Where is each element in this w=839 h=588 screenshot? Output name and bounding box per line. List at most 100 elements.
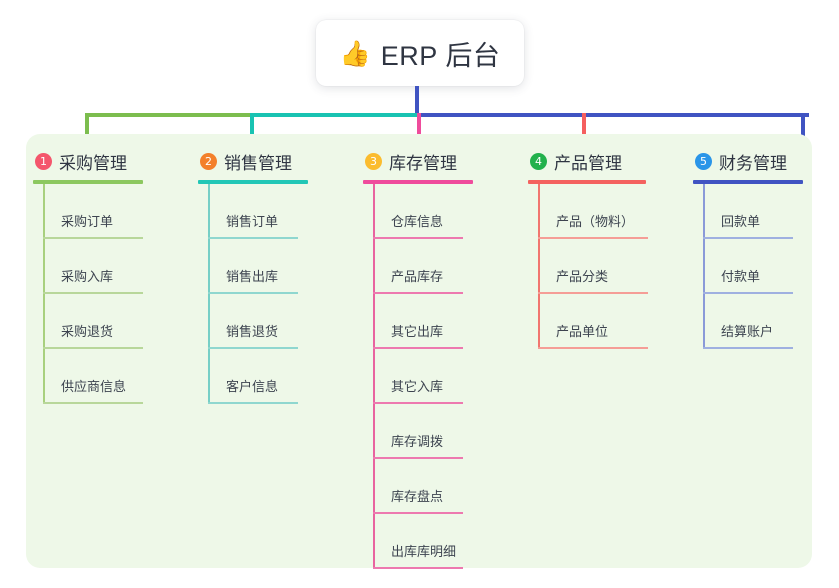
branch-header-label: 销售管理 <box>224 153 292 173</box>
connector-bar-segment <box>85 113 250 117</box>
branch-item-rule <box>43 402 143 404</box>
branch-item[interactable]: 产品库存 <box>363 239 473 294</box>
branch-item-rule <box>208 402 298 404</box>
branch-item-label: 产品库存 <box>391 269 444 284</box>
branch-item[interactable]: 销售订单 <box>198 184 308 239</box>
branch-item-rule <box>703 237 793 239</box>
branch-item-label: 付款单 <box>721 269 761 284</box>
branch-number-badge: 5 <box>695 152 712 170</box>
branch-item[interactable]: 销售退货 <box>198 294 308 349</box>
branch-spine <box>538 184 540 349</box>
branch-item-label: 销售出库 <box>226 269 279 284</box>
branch-item[interactable]: 销售出库 <box>198 239 308 294</box>
branch-number-badge: 3 <box>365 152 382 170</box>
branch-item[interactable]: 回款单 <box>693 184 803 239</box>
branch-number-badge: 4 <box>530 152 547 170</box>
branch-item[interactable]: 产品分类 <box>528 239 648 294</box>
branch-item-label: 采购入库 <box>61 269 114 284</box>
root-node[interactable]: 👍 ERP 后台 <box>316 20 524 86</box>
branch-item[interactable]: 仓库信息 <box>363 184 473 239</box>
branch-item-label: 供应商信息 <box>61 379 127 394</box>
branch-item-label: 结算账户 <box>721 324 774 339</box>
branch-item-label: 产品单位 <box>556 324 609 339</box>
branch-item-label: 客户信息 <box>226 379 279 394</box>
branch-item-label: 其它出库 <box>391 324 444 339</box>
connector-trunk <box>415 86 419 117</box>
branch-spine <box>703 184 705 349</box>
branch-header-2[interactable]: 2 销售管理 <box>198 146 308 176</box>
branch-spine <box>373 184 375 569</box>
connector-bar-segment <box>417 113 809 117</box>
branch-item[interactable]: 产品（物料） <box>528 184 648 239</box>
branch-item[interactable]: 结算账户 <box>693 294 803 349</box>
branch-header-label: 财务管理 <box>719 153 787 173</box>
branch-item-rule <box>703 292 793 294</box>
branch-item[interactable]: 产品单位 <box>528 294 648 349</box>
connector-stub-4 <box>582 113 586 146</box>
branch-item-label: 出库库明细 <box>391 544 457 559</box>
branch-items-4: 产品（物料） 产品分类产品单位 <box>528 184 648 349</box>
branch-column-2: 2 销售管理销售订单销售出库销售退货客户信息 <box>198 146 308 404</box>
branch-item[interactable]: 采购订单 <box>33 184 143 239</box>
branch-item-label: 产品分类 <box>556 269 609 284</box>
branch-item-label: 销售退货 <box>226 324 279 339</box>
branch-spine <box>43 184 45 404</box>
branch-header-rule <box>528 180 646 184</box>
branch-item-rule <box>373 292 463 294</box>
branch-item-label: 仓库信息 <box>391 214 444 229</box>
branch-item[interactable]: 付款单 <box>693 239 803 294</box>
branch-item-label: 库存调拨 <box>391 434 444 449</box>
branch-item[interactable]: 其它入库 <box>363 349 473 404</box>
branch-item-rule <box>43 347 143 349</box>
branch-item-label: 产品（物料） <box>556 214 635 229</box>
branch-column-4: 4 产品管理产品（物料） 产品分类产品单位 <box>528 146 648 349</box>
branch-item-rule <box>208 292 298 294</box>
branch-item-rule <box>538 292 648 294</box>
branch-item-rule <box>43 292 143 294</box>
branch-item[interactable]: 其它出库 <box>363 294 473 349</box>
branch-number-badge: 2 <box>200 152 217 170</box>
branch-item-rule <box>373 347 463 349</box>
branch-item-label: 采购订单 <box>61 214 114 229</box>
branch-item-rule <box>43 237 143 239</box>
branch-header-label: 产品管理 <box>554 153 622 173</box>
branch-item-rule <box>373 567 463 569</box>
branch-item[interactable]: 客户信息 <box>198 349 308 404</box>
thumbs-up-icon: 👍 <box>339 39 371 68</box>
branch-item[interactable]: 库存盘点 <box>363 459 473 514</box>
branch-item-label: 库存盘点 <box>391 489 444 504</box>
branch-header-5[interactable]: 5 财务管理 <box>693 146 803 176</box>
branch-item[interactable]: 采购退货 <box>33 294 143 349</box>
root-node-title: ERP 后台 <box>380 40 501 71</box>
branch-item-label: 采购退货 <box>61 324 114 339</box>
branch-item-rule <box>538 237 648 239</box>
branch-header-rule <box>198 180 308 184</box>
branch-item[interactable]: 出库库明细 <box>363 514 473 569</box>
branch-item[interactable]: 库存调拨 <box>363 404 473 459</box>
branch-header-rule <box>693 180 803 184</box>
branch-item-rule <box>208 347 298 349</box>
branch-item-rule <box>703 347 793 349</box>
connector-bar-segment <box>250 113 417 117</box>
branch-item[interactable]: 供应商信息 <box>33 349 143 404</box>
branch-header-4[interactable]: 4 产品管理 <box>528 146 646 176</box>
branch-items-3: 仓库信息产品库存其它出库其它入库库存调拨库存盘点出库库明细 <box>363 184 473 569</box>
branch-header-label: 采购管理 <box>59 153 127 173</box>
branch-item-rule <box>538 347 648 349</box>
branch-item[interactable]: 采购入库 <box>33 239 143 294</box>
connector-stub-1 <box>85 113 89 146</box>
branch-item-rule <box>373 457 463 459</box>
branch-header-rule <box>33 180 143 184</box>
branch-header-rule <box>363 180 473 184</box>
branch-item-label: 回款单 <box>721 214 761 229</box>
branch-item-label: 其它入库 <box>391 379 444 394</box>
connector-stub-5 <box>801 113 805 146</box>
branch-item-label: 销售订单 <box>226 214 279 229</box>
branch-item-rule <box>208 237 298 239</box>
